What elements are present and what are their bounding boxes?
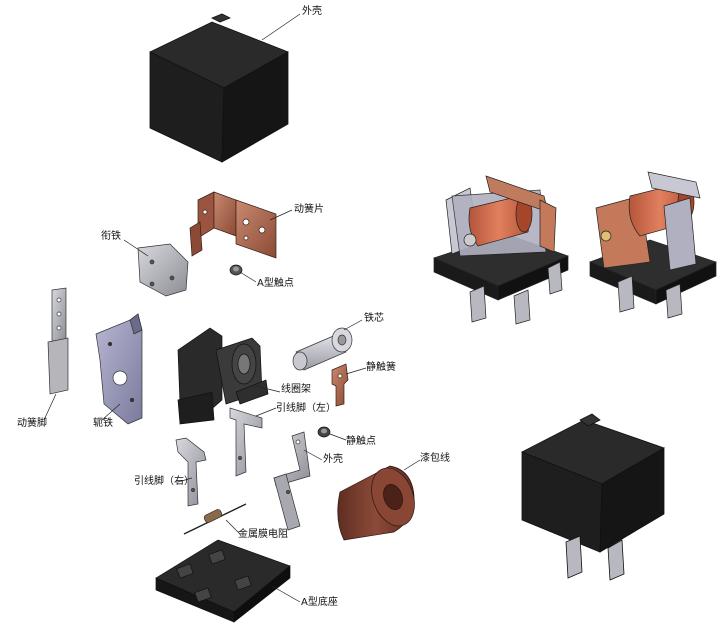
yoke-part [95,313,143,425]
label-enameled-wire: 漆包线 [420,453,450,464]
armature-part [137,243,189,297]
assembled-relay-complete [521,413,665,581]
outer-shell-cube [149,13,289,163]
coil-frame-part [177,327,269,425]
label-coil-frame: 线圈架 [281,384,311,395]
iron-core-part [292,327,353,371]
label-armature: 衔铁 [101,231,121,242]
label-base-a: A型底座 [301,597,338,608]
label-outer-shell: 外壳 [302,6,322,17]
label-iron-core: 铁芯 [364,313,384,324]
lead-pin-left-part [229,407,263,477]
lead-pin-right-part [175,437,207,507]
label-metal-film-resistor: 金属膜电阻 [238,529,288,540]
metal-film-resistor-part [183,503,247,535]
label-lead-pin-left: 引线脚（左） [276,403,336,414]
contact-a-part [229,264,243,276]
label-yoke: 轭铁 [93,418,113,429]
moving-spring-pin-part [47,287,69,395]
static-spring-part [331,363,349,407]
outer-shell-pin-part [273,431,311,531]
label-moving-spring-pin: 动簧脚 [17,418,47,429]
label-moving-spring: 动簧片 [294,204,324,215]
label-static-contact: 静触点 [346,436,376,447]
moving-spring-part [189,191,277,259]
leader-line [261,13,301,41]
label-contact-a: A型触点 [257,278,294,289]
enameled-wire-part [337,465,415,541]
static-contact-part [317,426,331,438]
assembled-relay-cutaway-right [589,171,717,319]
base-a-part [155,539,291,623]
label-static-spring: 静触簧 [366,362,396,373]
label-outer-shell-pin: 外壳 [323,454,343,465]
assembled-relay-cutaway-left [433,175,569,325]
label-lead-pin-right: 引线脚（右） [134,476,194,487]
